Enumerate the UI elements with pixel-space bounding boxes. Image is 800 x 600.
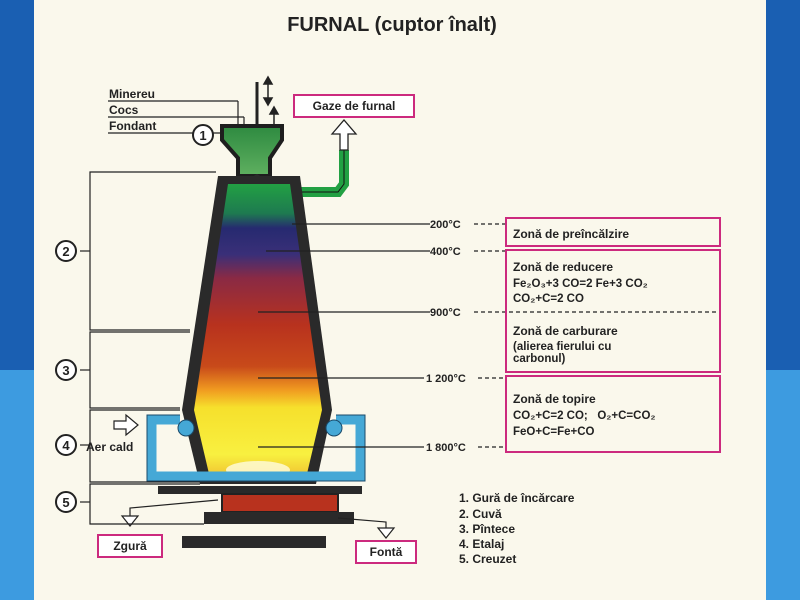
legend-item-2: 2. Cuvă	[459, 507, 502, 521]
temp-label-200: 200°C	[430, 219, 461, 231]
gas-label: Gaze de furnal	[313, 99, 396, 113]
temperature-dashes	[474, 223, 720, 448]
temp-label-900: 900°C	[430, 307, 461, 319]
parts-legend: 1. Gură de încărcare 2. Cuvă 3. Pîntece …	[459, 491, 575, 566]
svg-text:2: 2	[62, 244, 69, 259]
zone-reduction-title: Zonă de reducere	[513, 260, 613, 274]
input-label-minereu: Minereu	[109, 87, 155, 101]
hot-air-label: Aer cald	[86, 440, 133, 454]
tuyere-left	[177, 419, 195, 437]
svg-text:1: 1	[199, 128, 206, 143]
input-label-fondant: Fondant	[109, 119, 156, 133]
input-label-cocs: Cocs	[109, 103, 139, 117]
crucible-foot-b	[182, 536, 326, 548]
gas-label-box	[293, 94, 415, 118]
gas-arrow	[330, 119, 358, 151]
page-title: FURNAL (cuptor înalt)	[287, 14, 497, 36]
zone-melting-eq-1: CO₂+C=2 CO; O₂+C=CO₂	[513, 410, 656, 422]
iron-label: Fontă	[370, 545, 403, 559]
zone-reduction-eq-2: CO₂+C=2 CO	[513, 293, 584, 305]
zone-carburation-line-2: carbonul)	[513, 353, 566, 365]
slag-arrow	[120, 515, 140, 527]
slag-outlet-line	[129, 499, 219, 516]
temperature-lines	[258, 223, 430, 448]
svg-text:3: 3	[62, 363, 69, 378]
zone-carburation-title: Zonă de carburare	[513, 324, 618, 338]
zone-preheating-title: Zonă de preîncălzire	[513, 227, 629, 241]
iron-arrow	[376, 527, 396, 539]
crucible-iron-layer	[221, 493, 339, 513]
part-number-2: 2	[55, 240, 77, 262]
slag-label: Zgură	[113, 539, 147, 553]
legend-item-1: 1. Gură de încărcare	[459, 491, 575, 505]
zone-box-reduction-carburation	[505, 249, 721, 373]
part-number-3: 3	[55, 359, 77, 381]
crucible-foot-a	[204, 512, 354, 524]
part-number-5: 5	[55, 491, 77, 513]
svg-text:4: 4	[62, 438, 70, 453]
hot-air-arrow	[113, 413, 139, 437]
zone-box-melting	[505, 375, 721, 453]
legend-item-3: 3. Pîntece	[459, 522, 515, 536]
temp-label-1800: 1 800°C	[426, 442, 466, 454]
zone-melting-eq-2: FeO+C=Fe+CO	[513, 426, 595, 438]
legend-item-5: 5. Creuzet	[459, 552, 516, 566]
iron-label-box	[355, 540, 417, 564]
part-number-1: 1	[192, 124, 214, 146]
zone-reduction-eq-1: Fe₂O₃+3 CO=2 Fe+3 CO₂	[513, 278, 648, 290]
svg-text:5: 5	[62, 495, 69, 510]
hot-air-ring-outline	[146, 414, 366, 482]
crucible-base-plate	[158, 486, 362, 494]
part-number-4: 4	[55, 434, 77, 456]
iron-outlet-line	[337, 517, 387, 528]
temp-label-400: 400°C	[430, 246, 461, 258]
zone-melting-title: Zonă de topire	[513, 392, 596, 406]
legend-item-4: 4. Etalaj	[459, 537, 504, 551]
slide: FURNAL (cuptor înalt) Minereu Cocs Fonda…	[34, 0, 766, 600]
slag-label-box	[97, 534, 163, 558]
tuyere-right	[325, 419, 343, 437]
hot-air-ring	[147, 415, 365, 481]
temp-label-1200: 1 200°C	[426, 373, 466, 385]
blast-furnace-diagram: FURNAL (cuptor înalt) Minereu Cocs Fonda…	[55, 14, 721, 566]
zone-carburation-line-1: (alierea fierului cu	[513, 341, 611, 353]
furnace-interior	[194, 184, 322, 478]
charging-hopper	[220, 124, 284, 178]
zone-box-preheating	[505, 217, 721, 247]
section-brackets	[80, 171, 216, 525]
